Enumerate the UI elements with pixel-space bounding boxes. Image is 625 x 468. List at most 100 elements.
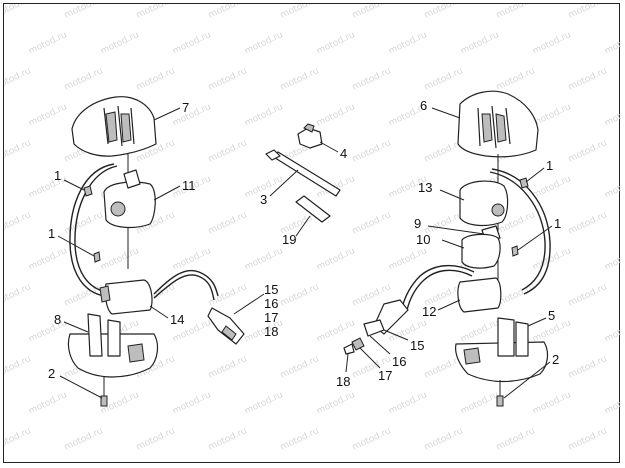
watermark-text: motod.ru — [531, 462, 573, 464]
watermark-text: motod.ru — [243, 30, 285, 57]
watermark-text: motod.ru — [351, 138, 393, 165]
watermark-text: motod.ru — [567, 4, 609, 21]
watermark-text: motod.ru — [315, 390, 357, 417]
watermark-text: motod.ru — [27, 102, 69, 129]
watermark-text: motod.ru — [243, 390, 285, 417]
watermark-text: motod.ru — [171, 30, 213, 57]
watermark-text: motod.ru — [4, 282, 33, 309]
callout-16: 16 — [264, 296, 278, 311]
callout-4: 4 — [340, 146, 347, 161]
watermark-text: motod.ru — [207, 66, 249, 93]
watermark-text: motod.ru — [495, 66, 537, 93]
watermark-text: motod.ru — [531, 246, 573, 273]
left-lower-switch — [99, 279, 153, 315]
watermark-text: motod.ru — [279, 66, 321, 93]
callout-17: 17 — [378, 368, 392, 383]
right-upper-switch — [459, 180, 509, 227]
callout-6: 6 — [420, 98, 427, 113]
watermark-text: motod.ru — [4, 138, 33, 165]
watermark-text: motod.ru — [567, 138, 609, 165]
watermark-text: motod.ru — [171, 462, 213, 464]
watermark-text: motod.ru — [4, 66, 33, 93]
callout-18: 18 — [264, 324, 278, 339]
watermark-text: motod.ru — [459, 30, 501, 57]
callout-15: 15 — [410, 338, 424, 353]
callout-1: 1 — [54, 168, 61, 183]
watermark-text: motod.ru — [135, 4, 177, 21]
callout-19: 19 — [282, 232, 296, 247]
callout-1: 1 — [554, 216, 561, 231]
right-screw-mid — [511, 245, 519, 257]
leader-lines — [57, 107, 553, 399]
watermark-text: motod.ru — [279, 282, 321, 309]
callout-1: 1 — [546, 158, 553, 173]
watermark-text: motod.ru — [531, 30, 573, 57]
callout-8: 8 — [54, 312, 61, 327]
removal-tool — [265, 149, 341, 197]
watermark-text: motod.ru — [387, 390, 429, 417]
watermark-text: motod.ru — [567, 66, 609, 93]
watermark-text: motod.ru — [387, 30, 429, 57]
watermark-text: motod.ru — [315, 246, 357, 273]
left-wire-connector — [207, 307, 245, 345]
callout-11: 11 — [182, 178, 196, 193]
watermark-text: motod.ru — [4, 426, 33, 453]
watermark-text: motod.ru — [315, 30, 357, 57]
watermark-text: motod.ru — [63, 426, 105, 453]
watermark-text: motod.ru — [243, 246, 285, 273]
watermark-text: motod.ru — [423, 4, 465, 21]
right-lower-housing — [455, 317, 549, 383]
watermark-text: motod.ru — [567, 282, 609, 309]
clip-part — [297, 123, 323, 149]
watermark-text: motod.ru — [603, 246, 621, 273]
watermark-text: motod.ru — [459, 318, 501, 345]
watermark-text: motod.ru — [27, 390, 69, 417]
watermark-text: motod.ru — [495, 4, 537, 21]
watermark-text: motod.ru — [63, 210, 105, 237]
watermark-text: motod.ru — [567, 354, 609, 381]
left-upper-switch — [103, 169, 156, 229]
right-bottom-screw — [496, 395, 504, 407]
watermark-text: motod.ru — [135, 426, 177, 453]
callout-14: 14 — [170, 312, 184, 327]
watermark-text: motod.ru — [351, 66, 393, 93]
callout-15: 15 — [264, 282, 278, 297]
watermark-text: motod.ru — [603, 30, 621, 57]
watermark-text: motod.ru — [171, 246, 213, 273]
exploded-parts-diagram: motod.ru motod.ru motod.ru motod.ru motod.ru… — [4, 4, 621, 464]
watermark-text: motod.ru — [531, 174, 573, 201]
watermark-text: motod.ru — [27, 30, 69, 57]
callout-13: 13 — [418, 180, 432, 195]
watermark-text: motod.ru — [207, 354, 249, 381]
watermark-text: motod.ru — [4, 210, 33, 237]
left-switch-assembly — [67, 96, 245, 407]
watermark-text: motod.ru — [4, 354, 33, 381]
watermark-text: motod.ru — [99, 462, 141, 464]
callout-9: 9 — [414, 216, 421, 231]
watermark-text: motod.ru — [4, 4, 33, 21]
callout-2: 2 — [48, 366, 55, 381]
watermark-text: motod.ru — [135, 66, 177, 93]
callout-16: 16 — [392, 354, 406, 369]
watermark-text: motod.ru — [351, 210, 393, 237]
watermark-text: motod.ru — [423, 66, 465, 93]
watermark-text: motod.ru — [63, 66, 105, 93]
watermark-text: motod.ru — [315, 102, 357, 129]
watermark-text: motod.ru — [351, 4, 393, 21]
callout-2: 2 — [552, 352, 559, 367]
watermark-text: motod.ru — [387, 246, 429, 273]
callout-10: 10 — [416, 232, 430, 247]
watermark-text: motod.ru — [27, 462, 69, 464]
right-switch-assembly — [343, 90, 551, 407]
watermark-text: motod.ru — [207, 138, 249, 165]
callout-5: 5 — [548, 308, 555, 323]
watermark-text: motod.ru — [567, 210, 609, 237]
watermark-text: motod.ru — [99, 30, 141, 57]
watermark-text: motod.ru — [567, 426, 609, 453]
center-loose-parts — [265, 123, 341, 223]
watermark-text: motod.ru — [531, 390, 573, 417]
callout-labels: 7 1 11 1 8 14 2 4 3 19 15 16 17 18 6 1 1… — [48, 98, 561, 389]
watermark-text: motod.ru — [207, 426, 249, 453]
right-lower-switch — [457, 277, 502, 313]
callout-3: 3 — [260, 192, 267, 207]
